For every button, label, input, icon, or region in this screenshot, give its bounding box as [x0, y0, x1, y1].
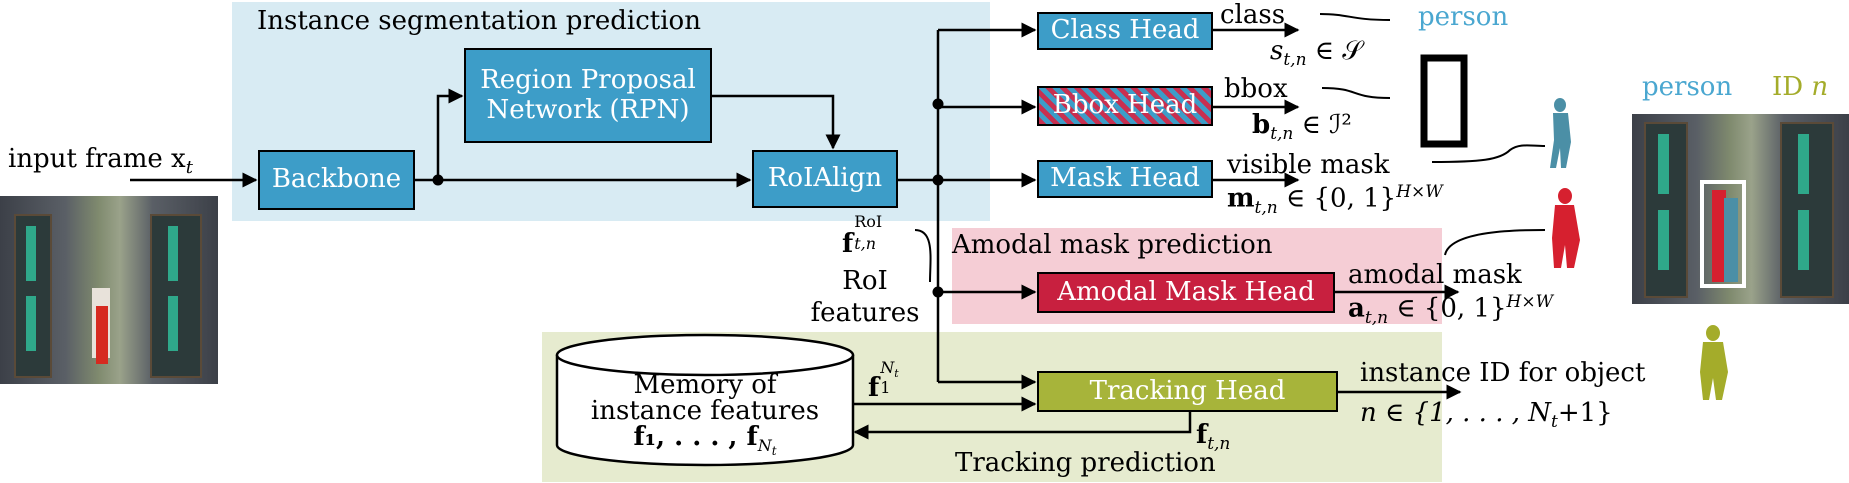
bbox-head-block: Bbox Head	[1037, 86, 1213, 126]
rpn-line-1: Region Proposal	[480, 64, 696, 95]
memory-line-1: Memory of	[633, 370, 777, 400]
class-output-label: class	[1220, 0, 1286, 30]
memory-line-3: f₁, . . . , fNt	[633, 422, 777, 459]
amodal-head-block: Amodal Mask Head	[1037, 272, 1335, 313]
input-frame-label: input frame xt	[8, 144, 193, 179]
visible-mask-label: visible mask	[1227, 150, 1390, 180]
memory-line-2: instance features	[590, 396, 820, 426]
bbox-output-label: bbox	[1224, 74, 1288, 104]
bbox-output-rect	[1420, 54, 1468, 148]
rpn-block: Region Proposal Network (RPN)	[464, 48, 712, 143]
result-id-label: ID n	[1772, 72, 1829, 102]
memory-cylinder	[555, 333, 855, 467]
class-head-block: Class Head	[1037, 12, 1213, 50]
mask-head-block: Mask Head	[1037, 160, 1213, 198]
roi-features-line-1: RoI	[842, 266, 888, 296]
amodal-mask-label: amodal mask	[1348, 260, 1522, 290]
visible-mask-silhouette	[1550, 98, 1571, 168]
tracking-title: Tracking prediction	[955, 448, 1216, 478]
rpn-line-2: Network (RPN)	[486, 94, 690, 125]
result-person-label: person	[1642, 72, 1733, 102]
output-frame-image	[1632, 114, 1849, 304]
amodal-title: Amodal mask prediction	[952, 230, 1273, 260]
class-value-person: person	[1418, 2, 1509, 32]
visible-mask-expr: mt,n ∈ {0, 1}H×W	[1227, 182, 1443, 218]
input-frame-image	[0, 196, 218, 384]
tracking-head-block: Tracking Head	[1037, 371, 1338, 412]
amodal-mask-expr: at,n ∈ {0, 1}H×W	[1348, 292, 1554, 328]
roialign-block: RoIAlign	[752, 150, 898, 208]
amodal-mask-silhouette	[1552, 188, 1580, 268]
roi-features-line-2: features	[810, 298, 920, 328]
tracking-silhouette	[1700, 325, 1728, 400]
instance-seg-title: Instance segmentation prediction	[257, 6, 701, 36]
class-output-expr: st,n ∈ 𝒮	[1270, 36, 1363, 71]
instance-id-label: instance ID for object	[1360, 358, 1646, 388]
bbox-output-expr: bt,n ∈ ℐ²	[1252, 110, 1352, 145]
track-feature-symbol: ft,n	[1196, 420, 1231, 455]
backbone-block: Backbone	[258, 150, 415, 210]
instance-id-expr: n ∈ {1, . . . , Nt+1}	[1360, 398, 1613, 433]
